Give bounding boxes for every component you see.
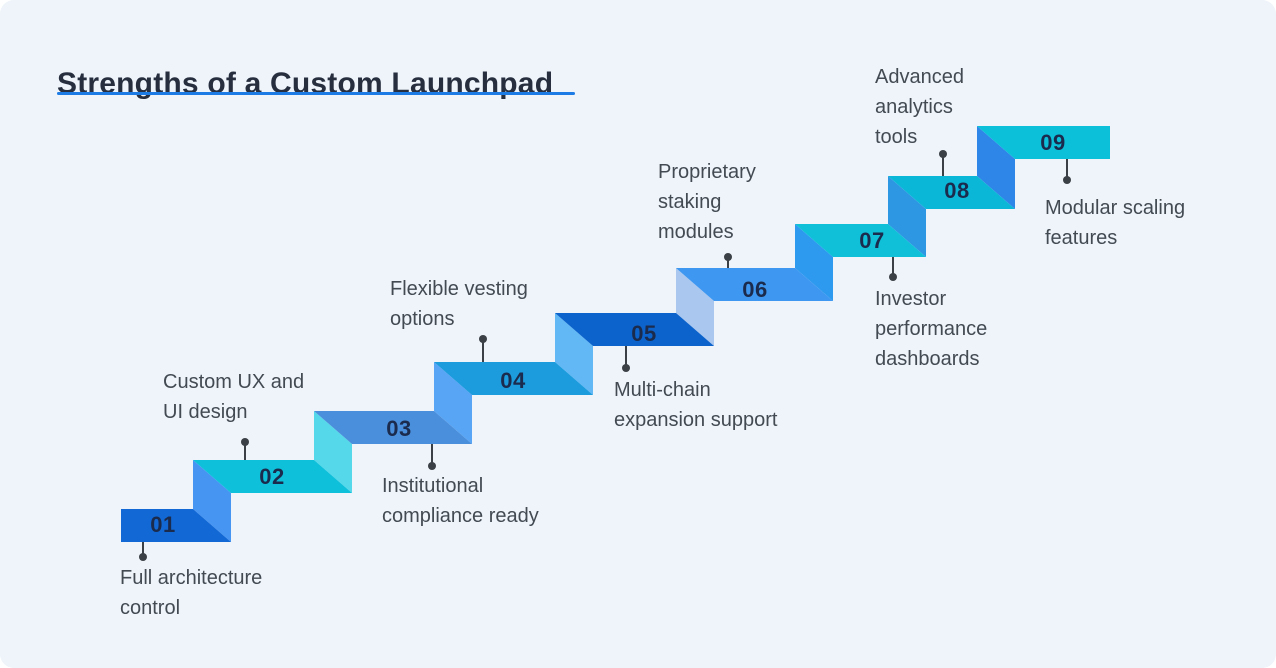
step-bar-07 <box>795 224 926 257</box>
step-connector-04-05 <box>555 313 593 395</box>
step-label-07: Investor performance dashboards <box>875 288 988 370</box>
step-bar-05 <box>555 313 714 346</box>
step-bar-03 <box>314 411 472 444</box>
step-bar-06 <box>676 268 833 301</box>
step-label-03: Institutional compliance ready <box>382 475 539 527</box>
step-label-08: Advanced analytics tools <box>875 66 964 148</box>
leader-dot-icon-07 <box>889 273 897 281</box>
step-connector-06-07 <box>795 224 833 301</box>
step-connector-03-04 <box>434 362 472 444</box>
step-number-09: 09 <box>1040 130 1066 155</box>
leader-dot-icon-04 <box>479 335 487 343</box>
step-connector-05-06 <box>676 268 714 346</box>
leader-dot-icon-02 <box>241 438 249 446</box>
step-number-08: 08 <box>944 178 970 203</box>
step-connector-02-03 <box>314 411 352 493</box>
leader-dot-icon-08 <box>939 150 947 158</box>
step-bar-01 <box>121 509 231 542</box>
step-number-07: 07 <box>859 228 885 253</box>
step-bar-04 <box>434 362 593 395</box>
step-connector-07-08 <box>888 176 926 257</box>
step-connector-01-02 <box>193 460 231 542</box>
step-number-01: 01 <box>150 512 176 537</box>
step-label-04: Flexible vesting options <box>390 278 528 330</box>
title-underline <box>57 92 575 95</box>
step-label-02: Custom UX and UI design <box>163 371 305 423</box>
step-number-04: 04 <box>500 368 526 393</box>
step-number-02: 02 <box>259 464 285 489</box>
leader-dot-icon-05 <box>622 364 630 372</box>
step-bar-08 <box>888 176 1015 209</box>
leader-dot-icon-09 <box>1063 176 1071 184</box>
leader-dot-icon-06 <box>724 253 732 261</box>
step-bar-02 <box>193 460 352 493</box>
leader-dot-icon-03 <box>428 462 436 470</box>
step-bar-09 <box>977 126 1110 159</box>
step-connector-08-09 <box>977 126 1015 209</box>
step-number-06: 06 <box>742 277 768 302</box>
step-label-01: Full architecture control <box>120 567 263 619</box>
step-number-03: 03 <box>386 416 412 441</box>
step-label-05: Multi-chain expansion support <box>614 379 778 431</box>
step-label-09: Modular scaling features <box>1045 197 1186 249</box>
leader-dot-icon-01 <box>139 553 147 561</box>
step-number-05: 05 <box>631 321 657 346</box>
step-label-06: Proprietary staking modules <box>658 161 756 243</box>
